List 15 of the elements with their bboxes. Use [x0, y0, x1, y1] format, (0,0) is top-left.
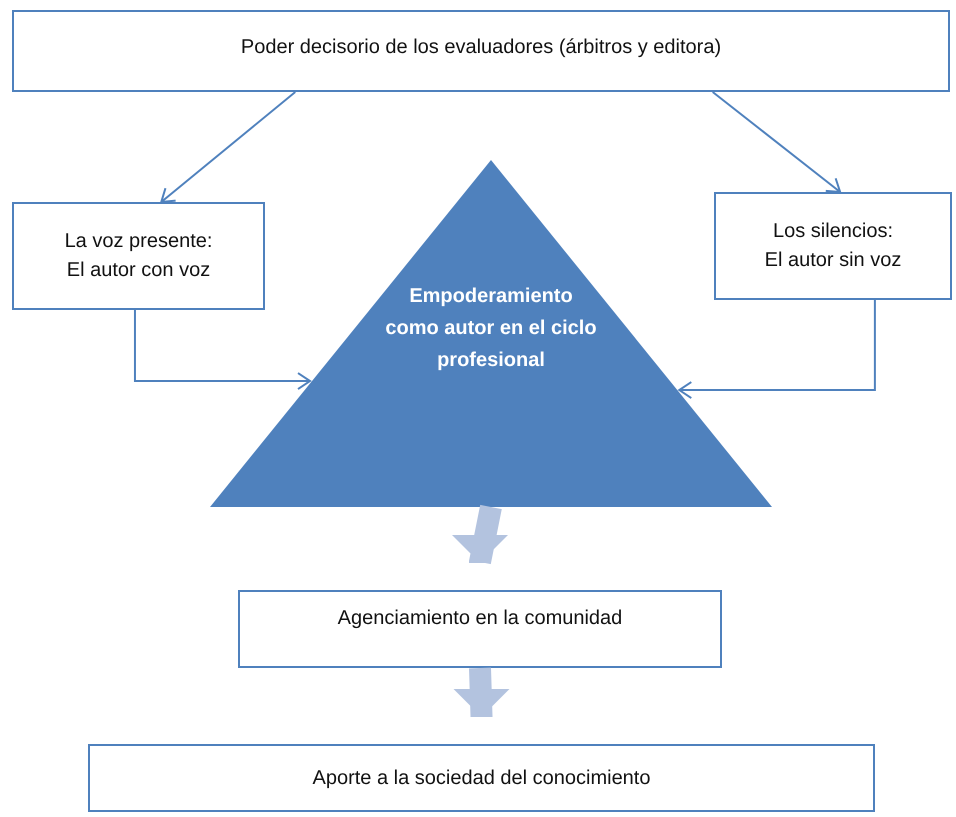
arrow	[160, 91, 296, 203]
box-label: Agenciamiento en la comunidad	[338, 606, 622, 630]
arrow	[712, 91, 842, 193]
process-box	[714, 192, 952, 300]
box-label: Los silencios: El autor sin voz	[764, 219, 902, 273]
arrow	[134, 310, 311, 390]
arrow	[678, 300, 876, 400]
box-label: Aporte a la sociedad del conocimiento	[312, 766, 650, 790]
process-box	[12, 10, 950, 92]
triangle-label: Empoderamiento como autor en el ciclo profesional	[384, 284, 598, 373]
process-box	[88, 744, 875, 812]
box-label: Poder decisorio de los evaluadores (árbitros y editora)	[240, 34, 722, 60]
box-label: La voz presente: El autor con voz	[64, 229, 214, 283]
process-box	[12, 202, 265, 310]
process-box	[238, 590, 722, 668]
